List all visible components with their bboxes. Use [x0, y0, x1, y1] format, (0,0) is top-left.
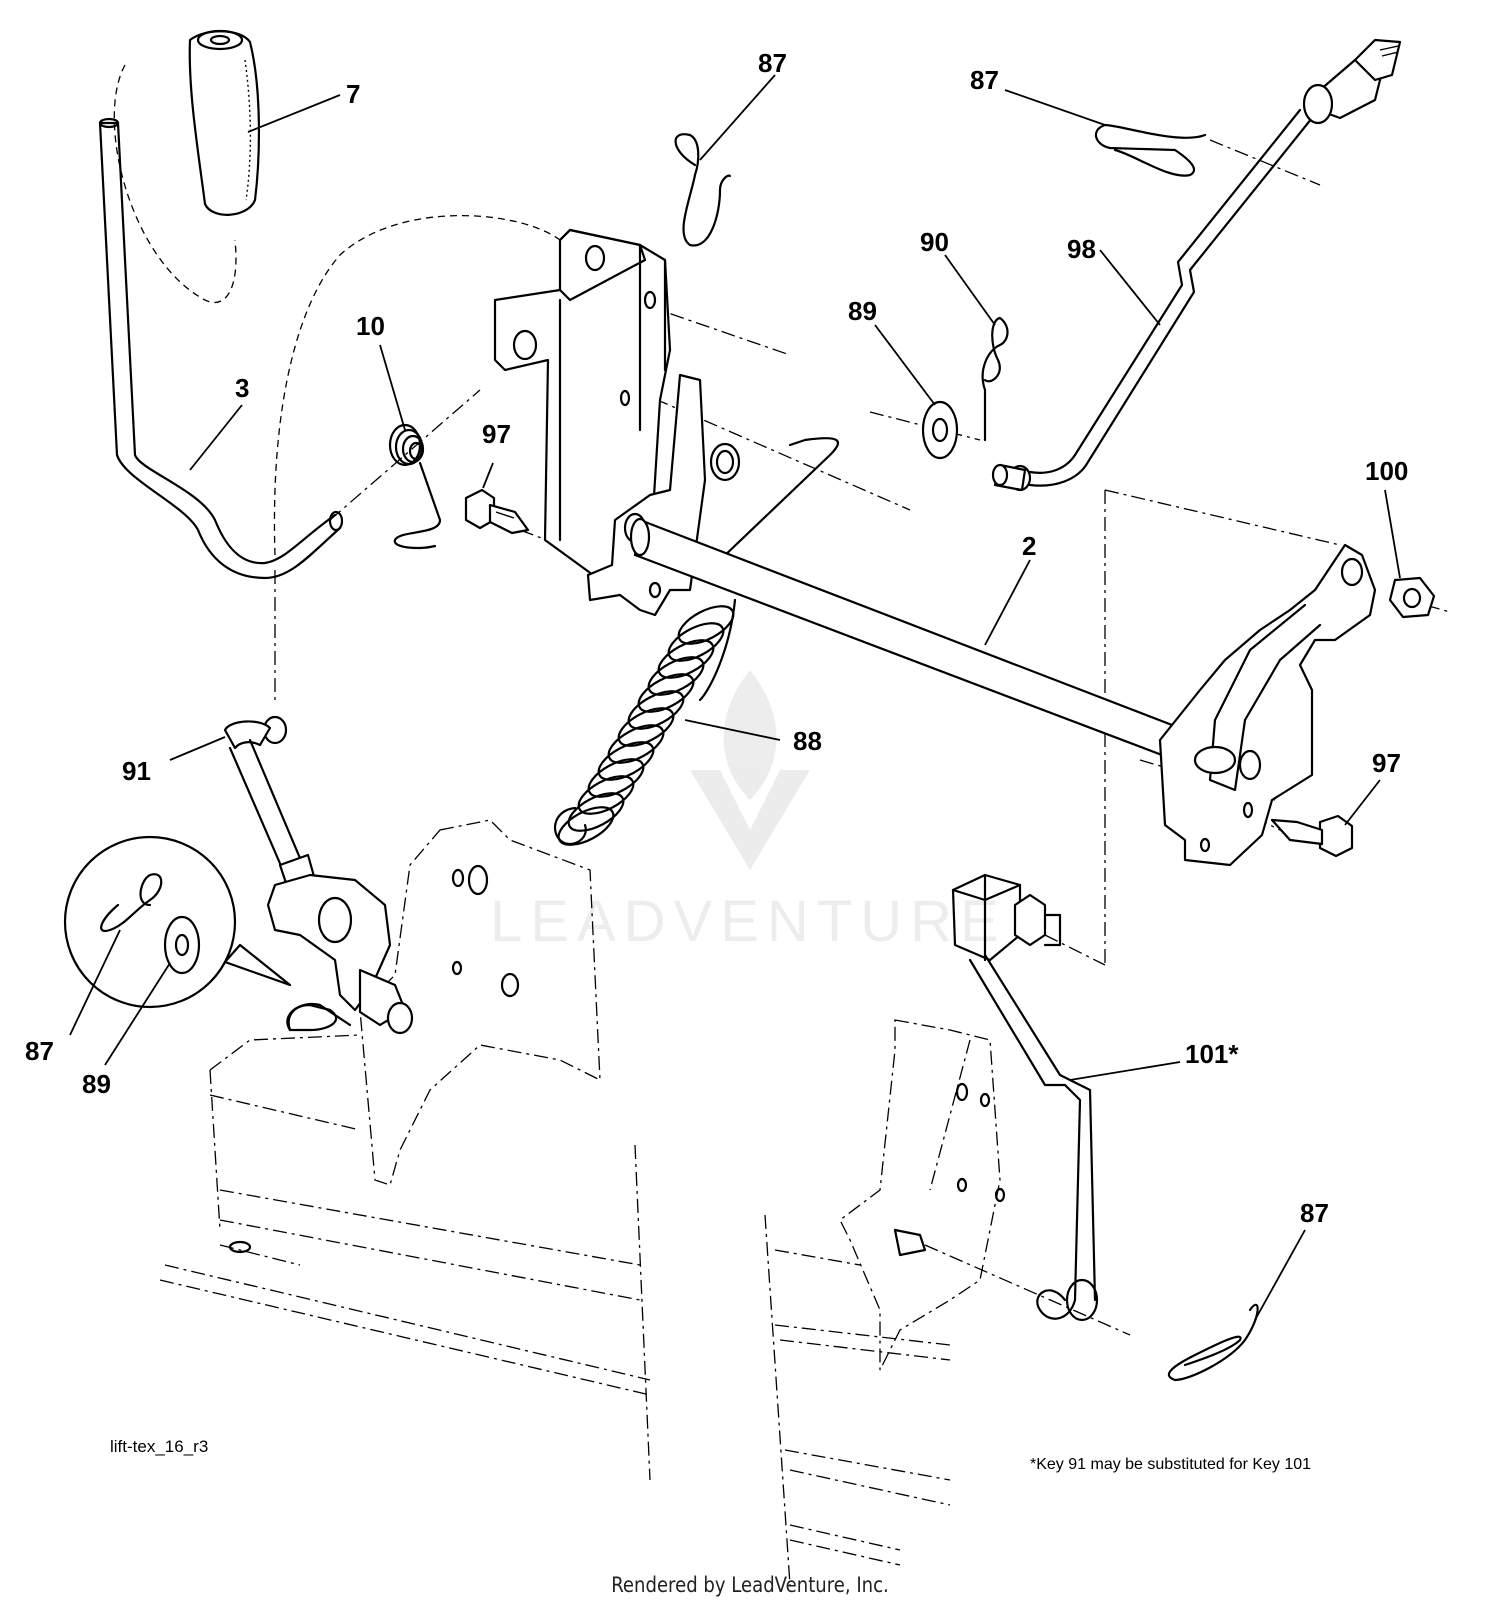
callout-98: 98: [1067, 234, 1096, 264]
part-torsion-spring: [388, 423, 442, 550]
part-lift-arm-left: [266, 873, 414, 1035]
callout-labels: 7 87 87 90 98 89 10 3 97 100 2 88 91 97 …: [25, 48, 1408, 1228]
callout-89: 89: [82, 1069, 111, 1099]
part-lift-handle: [98, 117, 344, 580]
part-bolt-lower: [1270, 814, 1354, 858]
part-detail-circle: [63, 835, 292, 1009]
part-hair-pin-clip: [674, 133, 732, 247]
callout-2: 2: [1022, 531, 1036, 561]
assembly-line: [629, 387, 911, 511]
part-bolt-upper: [464, 488, 530, 535]
callout-91: 91: [122, 756, 151, 786]
callout-3: 3: [235, 373, 249, 403]
callout-7: 7: [346, 79, 360, 109]
drawing-id-label: lift-tex_16_r3: [110, 1437, 209, 1456]
part-hitch-pin: [981, 316, 1009, 442]
part-hair-pin-clip: [1094, 123, 1207, 177]
rendered-by-credit: Rendered by LeadVenture, Inc.: [611, 1573, 889, 1597]
leader-lines: [69, 74, 1401, 1321]
part-deck-bracket-right: [839, 1019, 1131, 1371]
part-adjust-rod: [991, 38, 1402, 492]
assembly-line: [1044, 934, 1106, 966]
part-extension-spring: [553, 598, 737, 846]
watermark-text: LEADVENTURE: [490, 889, 1007, 954]
callout-87: 87: [1300, 1198, 1329, 1228]
callout-89: 89: [848, 296, 877, 326]
callout-87: 87: [758, 48, 787, 78]
callout-10: 10: [356, 311, 385, 341]
grip-path: [113, 64, 237, 304]
callout-87: 87: [970, 65, 999, 95]
part-lift-arm-bracket: [1158, 543, 1377, 867]
callout-88: 88: [793, 726, 822, 756]
deck-outline-left: [159, 1034, 651, 1481]
footnote: *Key 91 may be substituted for Key 101: [1030, 1456, 1312, 1473]
part-lift-link: [223, 715, 317, 897]
callout-97: 97: [1372, 748, 1401, 778]
part-lift-shaft: [629, 517, 1187, 762]
watermark-logo: [690, 670, 810, 870]
assembly-line: [1104, 489, 1341, 546]
assembly-line: [273, 214, 561, 556]
part-washer-upper: [921, 400, 959, 460]
part-grip: [188, 29, 261, 216]
callout-101: 101*: [1185, 1039, 1239, 1069]
assembly-line: [329, 389, 481, 521]
part-hair-pin-clip: [286, 1002, 352, 1032]
assembly-line: [1209, 139, 1321, 186]
callout-97: 97: [482, 419, 511, 449]
assembly-line: [644, 304, 791, 356]
deck-outline-right: [764, 1214, 951, 1586]
part-lift-link-alt: [951, 873, 1099, 1322]
part-nut: [1388, 576, 1436, 619]
callout-87: 87: [25, 1036, 54, 1066]
callout-100: 100: [1365, 456, 1408, 486]
part-main-bracket: [493, 228, 672, 582]
part-wire-hook: [718, 437, 840, 562]
part-hair-pin-clip: [1167, 1303, 1259, 1382]
callout-90: 90: [920, 227, 949, 257]
